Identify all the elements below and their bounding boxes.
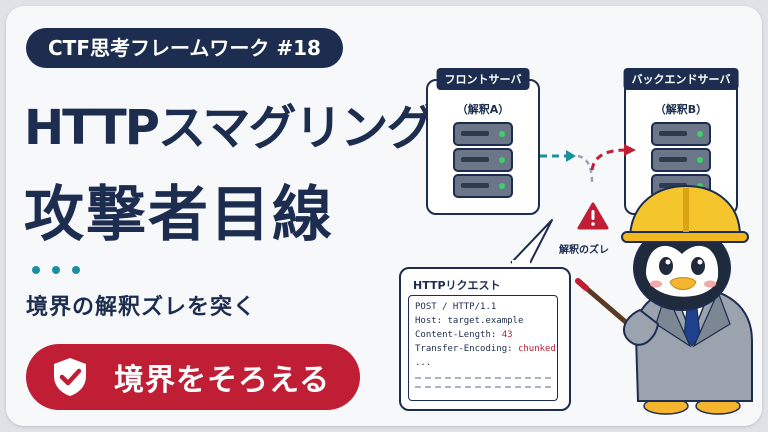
decorative-dots — [32, 266, 80, 274]
request-bubble: HTTPリクエスト POST / HTTP/1.1 Host: target.e… — [399, 267, 571, 411]
front-server-box: フロントサーバ （解釈A） — [426, 68, 540, 215]
back-server-sub: （解釈B） — [654, 103, 708, 116]
penguin-mascot — [575, 184, 753, 415]
subtitle: 境界の解釈ズレを突く — [26, 295, 257, 320]
server-rack-icon — [651, 122, 711, 198]
request-line: POST / HTTP/1.1 — [415, 302, 497, 312]
header-key: Content-Length: — [415, 330, 502, 340]
placeholder-line — [415, 377, 551, 379]
request-code-block: POST / HTTP/1.1 Host: target.example Con… — [408, 295, 558, 401]
back-flow-arrow — [590, 148, 627, 171]
speech-tail — [510, 219, 553, 264]
title-line-2: 攻撃者目線 — [24, 180, 334, 250]
front-server-tag: フロントサーバ — [436, 68, 530, 90]
placeholder-line — [415, 386, 551, 388]
back-server-tag: バックエンドサーバ — [623, 68, 739, 90]
shield-check-icon — [54, 358, 86, 396]
request-title: HTTPリクエスト — [413, 279, 501, 292]
host-header: Host: target.example — [415, 316, 524, 326]
header-value: chunked — [517, 344, 556, 354]
header-key: Transfer-Encoding: — [415, 344, 518, 354]
series-badge: CTF思考フレームワーク #18 — [26, 28, 343, 68]
content-length-header: Content-Length: 43 — [415, 328, 551, 342]
header-value: 43 — [501, 330, 513, 340]
cta-label: 境界をそろえる — [114, 363, 331, 398]
dot — [72, 266, 80, 274]
server-rack-icon — [453, 122, 513, 198]
mismatch-label: 解釈のズレ — [559, 245, 609, 256]
front-server-sub: （解釈A） — [456, 103, 510, 116]
thumbnail-card: CTF思考フレームワーク #18 HTTPスマグリングの 攻撃者目線 境界の解釈… — [6, 6, 762, 426]
title-line-1: HTTPスマグリングの — [24, 100, 480, 156]
split-curve — [577, 154, 594, 183]
warning-icon — [577, 202, 609, 230]
dot — [52, 266, 60, 274]
back-server-box: バックエンドサーバ （解釈B） — [623, 68, 739, 215]
transfer-encoding-header: Transfer-Encoding: chunked — [415, 342, 556, 356]
dot — [32, 266, 40, 274]
ellipsis: ... — [415, 358, 432, 368]
cta-banner: 境界をそろえる — [26, 344, 360, 410]
